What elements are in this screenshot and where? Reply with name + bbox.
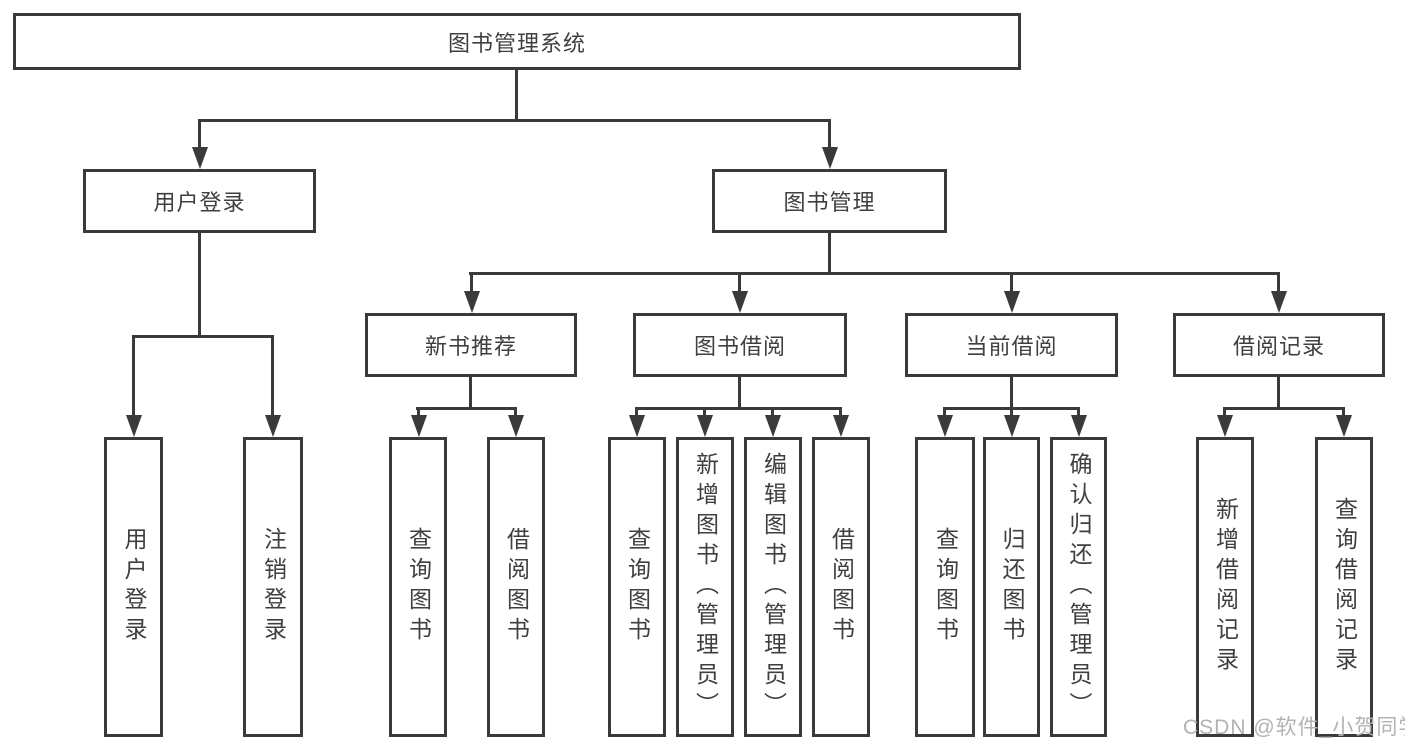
connector-arrow-down <box>1342 407 1345 415</box>
connector-line <box>738 376 741 410</box>
csdn-watermark: CSDN @软件_小贺同学 <box>1183 716 1405 739</box>
node-borrowing-records-label: 借阅记录 <box>1232 334 1325 359</box>
connector-arrow-down <box>771 407 774 415</box>
connector-arrow-down <box>839 407 842 415</box>
node-book-management-label: 图书管理 <box>783 190 876 215</box>
connector-arrow-down <box>470 272 473 291</box>
connector-line <box>828 232 831 275</box>
leaf-nb-query-books: 查询图书 <box>389 437 447 737</box>
connector-arrow-down <box>635 407 638 415</box>
leaf-nb-query-books-label: 查询图书 <box>405 527 432 647</box>
connector-arrow-down <box>417 407 420 415</box>
leaf-user-login-label: 用户登录 <box>121 527 147 647</box>
connector-line <box>198 232 201 338</box>
leaf-bb-query-books: 查询图书 <box>608 437 666 737</box>
node-root-label: 图书管理系统 <box>447 30 586 56</box>
leaf-logout-label: 注销登录 <box>260 527 287 647</box>
leaf-cb-return-books-label: 归还图书 <box>999 527 1025 647</box>
connector-arrow-down <box>132 335 135 415</box>
leaf-bb-add-books-admin-label: 新增图书（管理员） <box>692 452 719 722</box>
node-root: 图书管理系统 <box>13 13 1021 70</box>
leaf-nb-borrow-books-label: 借阅图书 <box>503 527 530 647</box>
connector-line <box>1277 376 1280 410</box>
node-current-borrowing-label: 当前借阅 <box>965 334 1058 359</box>
connector-line <box>1223 407 1345 410</box>
connector-arrow-down <box>1010 407 1013 415</box>
leaf-bb-borrow-books: 借阅图书 <box>812 437 870 737</box>
leaf-bb-query-books-label: 查询图书 <box>624 527 651 647</box>
connector-arrow-down <box>198 119 201 147</box>
leaf-cb-query-books-label: 查询图书 <box>932 527 959 647</box>
connector-arrow-down <box>1077 407 1080 415</box>
leaf-bb-edit-books-admin-label: 编辑图书（管理员） <box>760 452 787 722</box>
connector-line <box>635 407 842 410</box>
leaf-cb-confirm-return-admin-label: 确认归还（管理员） <box>1066 452 1092 722</box>
leaf-rec-add-record: 新增借阅记录 <box>1196 437 1254 737</box>
node-new-book-recommend-label: 新书推荐 <box>424 334 517 359</box>
leaf-bb-edit-books-admin: 编辑图书（管理员） <box>744 437 802 737</box>
connector-arrow-down <box>1010 272 1013 291</box>
leaf-rec-add-record-label: 新增借阅记录 <box>1212 497 1239 677</box>
connector-line <box>198 119 831 122</box>
node-current-borrowing: 当前借阅 <box>905 313 1118 377</box>
node-book-borrowing-label: 图书借阅 <box>693 334 786 359</box>
connector-line <box>469 272 1280 275</box>
connector-line <box>469 376 472 410</box>
connector-arrow-down <box>943 407 946 415</box>
connector-arrow-down <box>738 272 741 291</box>
connector-line <box>132 335 274 338</box>
connector-line <box>515 69 518 122</box>
node-new-book-recommend: 新书推荐 <box>365 313 577 377</box>
leaf-logout: 注销登录 <box>243 437 303 737</box>
node-user-login-label: 用户登录 <box>153 190 246 215</box>
node-user-login: 用户登录 <box>83 169 316 233</box>
connector-arrow-down <box>1277 272 1280 291</box>
connector-line <box>416 407 517 410</box>
leaf-bb-borrow-books-label: 借阅图书 <box>828 527 855 647</box>
connector-arrow-down <box>828 119 831 147</box>
connector-arrow-down <box>514 407 517 415</box>
connector-line <box>1010 376 1013 410</box>
leaf-cb-confirm-return-admin: 确认归还（管理员） <box>1050 437 1107 737</box>
node-borrowing-records: 借阅记录 <box>1173 313 1385 377</box>
connector-arrow-down <box>271 335 274 415</box>
leaf-user-login: 用户登录 <box>104 437 163 737</box>
leaf-rec-query-record-label: 查询借阅记录 <box>1331 497 1358 677</box>
leaf-bb-add-books-admin: 新增图书（管理员） <box>676 437 734 737</box>
leaf-cb-query-books: 查询图书 <box>915 437 975 737</box>
node-book-borrowing: 图书借阅 <box>633 313 847 377</box>
connector-arrow-down <box>703 407 706 415</box>
node-book-management: 图书管理 <box>712 169 947 233</box>
leaf-cb-return-books: 归还图书 <box>983 437 1040 737</box>
connector-arrow-down <box>1223 407 1226 415</box>
leaf-rec-query-record: 查询借阅记录 <box>1315 437 1373 737</box>
leaf-nb-borrow-books: 借阅图书 <box>487 437 545 737</box>
